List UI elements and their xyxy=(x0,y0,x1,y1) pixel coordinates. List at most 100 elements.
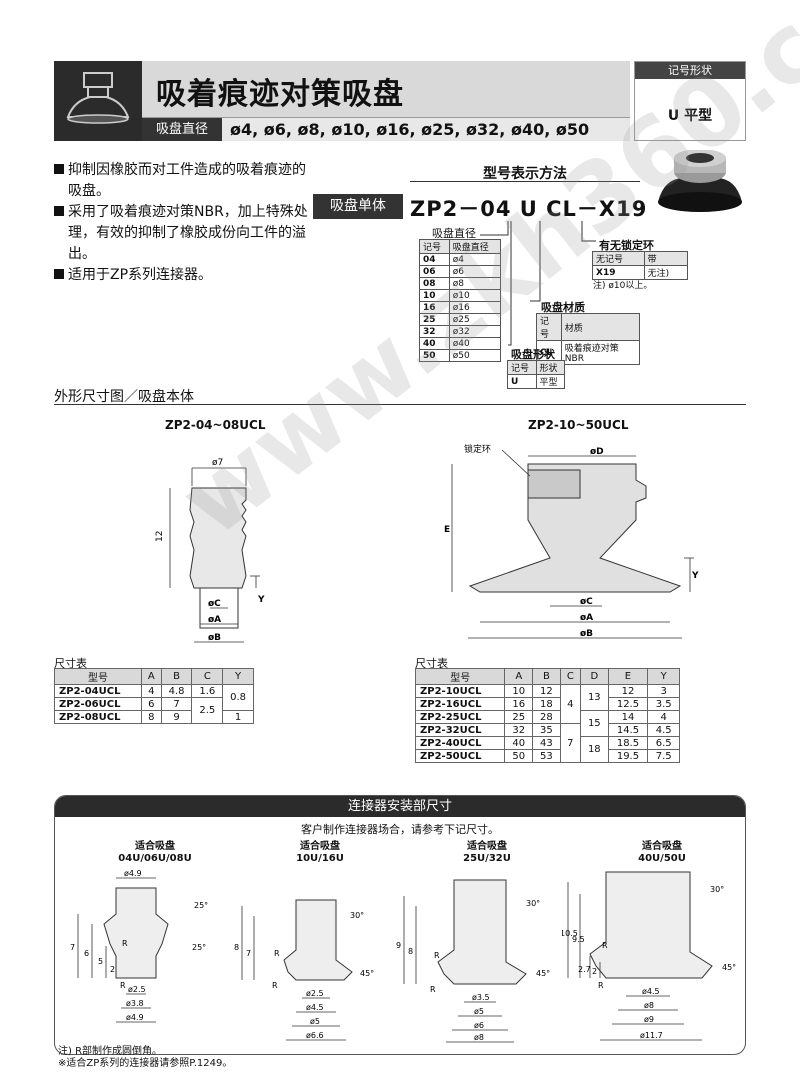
svg-text:12: 12 xyxy=(155,531,165,542)
right-drawing-title: ZP2-10~50UCL xyxy=(528,418,629,432)
ring-title: 有无锁定环 xyxy=(599,239,654,252)
svg-text:ø3.5: ø3.5 xyxy=(472,993,490,1002)
page-title-bar: 吸着痕迹对策吸盘 xyxy=(142,61,630,118)
svg-text:R: R xyxy=(598,981,604,990)
svg-text:ø4.5: ø4.5 xyxy=(642,987,660,996)
model-leader-lines xyxy=(480,221,596,346)
svg-text:ø4.5: ø4.5 xyxy=(306,1003,324,1012)
symbol-box: 记号形状 U 平型 xyxy=(634,61,746,141)
svg-text:ø4.9: ø4.9 xyxy=(126,1013,144,1022)
diameter-bar: 吸盘直径 ø4, ø6, ø8, ø10, ø16, ø25, ø32, ø40… xyxy=(142,118,630,141)
dims-section-title: 外形尺寸图／吸盘本体 xyxy=(54,389,194,405)
svg-text:45°: 45° xyxy=(360,969,374,978)
svg-text:2.7: 2.7 xyxy=(578,965,591,974)
svg-text:ø11.7: ø11.7 xyxy=(640,1031,663,1040)
cup-icon xyxy=(54,61,142,141)
feature-item: 抑制因橡胶而对工件造成的吸着痕迹的吸盘。 xyxy=(54,160,309,202)
svg-text:30°: 30° xyxy=(350,911,364,920)
left-table-title: 尺寸表 xyxy=(54,657,87,670)
diameter-values: ø4, ø6, ø8, ø10, ø16, ø25, ø32, ø40, ø50 xyxy=(230,120,590,139)
model-heading-rule xyxy=(410,181,640,182)
svg-text:R: R xyxy=(274,949,280,958)
connector-subtitle: 客户制作连接器场合，请参考下记尺寸。 xyxy=(301,823,499,836)
svg-text:ø5: ø5 xyxy=(310,1017,320,1026)
svg-text:7: 7 xyxy=(70,943,75,952)
svg-text:ø5: ø5 xyxy=(474,1007,484,1016)
svg-text:Y: Y xyxy=(691,571,699,581)
right-drawing: Y 锁定环 øD E Y øC øA øB xyxy=(444,443,699,639)
lock-ring-label: 锁定环 xyxy=(464,443,491,455)
feature-item: 采用了吸着痕迹对策NBR，加上特殊处理，有效的抑制了橡胶成份向工件的溢出。 xyxy=(54,202,309,265)
svg-text:ø2.5: ø2.5 xyxy=(306,989,324,998)
diameter-label: 吸盘直径 xyxy=(142,118,222,141)
svg-text:8: 8 xyxy=(408,947,413,956)
note-line: ※适合ZP系列的连接器请参照P.1249。 xyxy=(58,1058,233,1069)
svg-text:2: 2 xyxy=(592,967,597,976)
connector-notes: 注) R部制作成圆倒角。 ※适合ZP系列的连接器请参照P.1249。 xyxy=(58,1046,232,1070)
dims-section-rule xyxy=(54,404,746,405)
page-title: 吸着痕迹对策吸盘 xyxy=(156,77,404,112)
svg-text:6: 6 xyxy=(84,949,89,958)
svg-text:R: R xyxy=(120,981,126,990)
product-photo xyxy=(658,150,742,212)
svg-text:45°: 45° xyxy=(722,963,736,972)
connector-drawing-4: 30° 45° 10.5 9.5 2.7 2 R R ø4.5 ø8 ø9 ø1… xyxy=(562,871,736,1041)
connector-drawing-3: 30° 45° 9 8 R R ø3.5 ø5 ø6 ø8 xyxy=(396,879,550,1043)
svg-text:ø3.8: ø3.8 xyxy=(126,999,144,1008)
svg-text:E: E xyxy=(444,525,450,535)
svg-text:ø8: ø8 xyxy=(474,1033,484,1042)
svg-text:øB: øB xyxy=(580,629,593,639)
unit-label: 吸盘单体 xyxy=(313,194,403,219)
svg-text:øD: øD xyxy=(590,447,604,457)
svg-text:30°: 30° xyxy=(710,885,724,894)
connector-title: 连接器安装部尺寸 xyxy=(55,796,745,817)
svg-text:R: R xyxy=(122,939,128,948)
svg-text:øC: øC xyxy=(208,599,221,609)
svg-text:9.5: 9.5 xyxy=(572,935,585,944)
ring-note: 注) ø10以上。 xyxy=(593,281,653,291)
symbol-value: U 平型 xyxy=(667,108,713,124)
dia-title: 吸盘直径 xyxy=(432,227,476,240)
svg-text:10.5: 10.5 xyxy=(562,929,578,938)
svg-text:ø6: ø6 xyxy=(474,1021,484,1030)
svg-text:Y: Y xyxy=(257,595,265,605)
connector-drawing-1: ø4.9 25° 25° 7 6 5 2 R R ø2.5 ø3.8 ø4.9 xyxy=(70,869,208,1023)
svg-text:R: R xyxy=(434,951,440,960)
svg-text:ø8: ø8 xyxy=(644,1001,654,1010)
svg-text:25°: 25° xyxy=(194,901,208,910)
left-drawing-title: ZP2-04~08UCL xyxy=(165,418,266,432)
svg-text:R: R xyxy=(272,981,278,990)
svg-text:ø2.5: ø2.5 xyxy=(128,985,146,994)
svg-text:ø6.6: ø6.6 xyxy=(306,1031,324,1040)
svg-text:2: 2 xyxy=(110,965,115,974)
material-title: 吸盘材质 xyxy=(541,301,585,314)
shape-title: 吸盘形状 xyxy=(511,348,555,361)
svg-text:25°: 25° xyxy=(192,943,206,952)
svg-text:øA: øA xyxy=(580,613,593,623)
svg-text:R: R xyxy=(430,985,436,994)
svg-text:R: R xyxy=(602,941,608,950)
svg-text:ø9: ø9 xyxy=(644,1015,654,1024)
svg-text:øB: øB xyxy=(208,633,221,643)
svg-text:9: 9 xyxy=(396,941,401,950)
svg-text:8: 8 xyxy=(234,943,239,952)
svg-text:øA: øA xyxy=(208,615,221,625)
feature-item: 适用于ZP系列连接器。 xyxy=(54,265,309,286)
left-drawing: ø7 12 Y øC øA øB xyxy=(155,458,265,643)
svg-text:45°: 45° xyxy=(536,969,550,978)
connector-drawing-2: 30° 45° 8 7 R R ø2.5 ø4.5 ø5 ø6.6 xyxy=(234,899,374,1041)
model-heading: 型号表示方法 xyxy=(483,166,567,182)
